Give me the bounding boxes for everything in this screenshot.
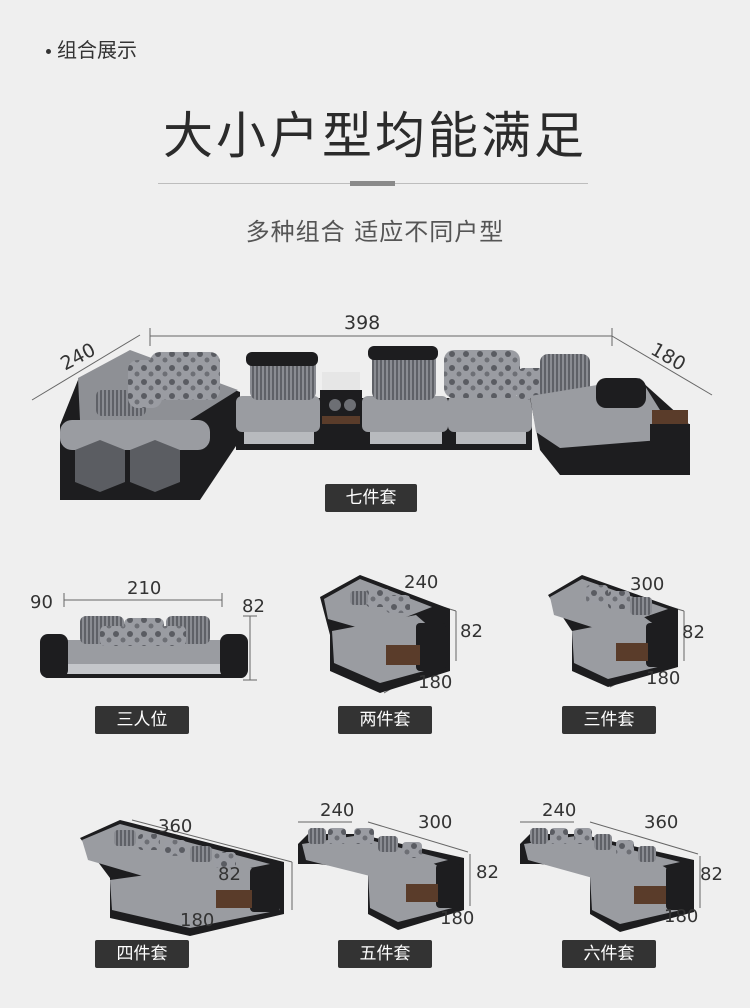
dim-chaise: 180 [646,668,681,689]
dim-width: 360 [644,812,679,833]
dim-chaise: 180 [440,908,475,929]
dim-left: 240 [320,800,355,821]
five-piece-sofa-image [298,821,471,930]
headline: 大小户型均能满足 [163,107,587,165]
tag-three-seat: 三人位 [95,706,189,734]
dim-chaise: 180 [664,906,699,927]
dim-width: 360 [158,816,193,837]
dim-width: 240 [404,572,439,593]
three-seat-sofa-image [40,593,257,681]
dim-width: 300 [418,812,453,833]
divider-accent [350,181,395,186]
tag-six-piece: 六件套 [562,940,656,968]
tag-five-piece: 五件套 [338,940,432,968]
two-piece-sofa-image [320,575,457,694]
dim-height: 82 [218,864,241,885]
dim-height: 82 [460,621,483,642]
dim-left: 240 [542,800,577,821]
four-piece-sofa-image [80,819,293,936]
main-sofa-image [31,328,713,500]
tag-three-piece: 三件套 [562,706,656,734]
dim-width: 300 [630,574,665,595]
subheadline: 多种组合 适应不同户型 [245,218,505,246]
tag-four-piece: 四件套 [95,940,189,968]
dim-chaise: 180 [180,910,215,931]
dim-width: 210 [127,578,162,599]
tag-two-piece: 两件套 [338,706,432,734]
dim-height: 82 [476,862,499,883]
six-piece-sofa-image [520,821,701,932]
dim-height: 82 [700,864,723,885]
section-label: 组合展示 [46,34,137,63]
dim-depth: 90 [30,592,53,613]
dim-height: 82 [682,622,705,643]
dim-width: 398 [344,312,381,334]
tag-seven-piece: 七件套 [325,484,417,512]
dim-height: 82 [242,596,265,617]
dim-chaise: 180 [418,672,453,693]
bullet-dot-icon [46,49,51,54]
three-piece-sofa-image [548,575,685,688]
